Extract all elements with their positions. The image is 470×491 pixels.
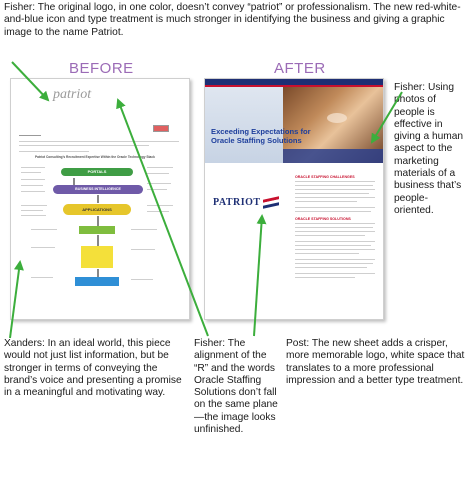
arrow-bottom-right xyxy=(253,214,267,337)
caption-bottom-right: Post: The new sheet adds a crisper, more… xyxy=(286,338,465,386)
caption-right: Fisher: Using photos of people is effect… xyxy=(394,82,464,216)
node-portals: PORTALS xyxy=(61,168,133,176)
caption-bottom-left: Xanders: In an ideal world, this piece w… xyxy=(4,338,182,399)
before-heading: Patriot Consulting’s Recruitment Experti… xyxy=(35,155,155,159)
after-sky xyxy=(205,87,283,163)
after-label: AFTER xyxy=(274,60,326,77)
arrow-right-caption xyxy=(370,91,403,144)
after-photo xyxy=(283,87,383,163)
after-logo: PATRIOT xyxy=(213,197,261,208)
after-top-bar xyxy=(205,79,383,85)
caption-bottom-mid: Fisher: The alignment of the “R” and the… xyxy=(194,338,278,436)
before-logo: patriot xyxy=(53,87,92,102)
arrow-bottom-left xyxy=(9,260,24,339)
node-box-3 xyxy=(75,277,119,286)
after-page: Exceeding Expectations for Oracle Staffi… xyxy=(204,78,384,320)
arrow-top-caption xyxy=(11,61,50,102)
node-bi: BUSINESS INTELLIGENCE xyxy=(53,185,143,194)
node-box-1 xyxy=(79,226,115,234)
before-label: BEFORE xyxy=(69,60,134,77)
node-box-2 xyxy=(81,246,113,268)
after-section2: ORACLE STAFFING SOLUTIONS xyxy=(295,217,351,221)
node-applications: APPLICATIONS xyxy=(63,204,131,215)
arrow-bottom-mid xyxy=(116,98,209,337)
after-section1: ORACLE STAFFING CHALLENGES xyxy=(295,175,355,179)
before-page: patriot Patriot Consulting’s Recruitment… xyxy=(10,78,190,320)
caption-top: Fisher: The original logo, in one color,… xyxy=(4,2,461,38)
before-logo-chip xyxy=(153,125,169,132)
after-headline: Exceeding Expectations for Oracle Staffi… xyxy=(211,127,311,145)
